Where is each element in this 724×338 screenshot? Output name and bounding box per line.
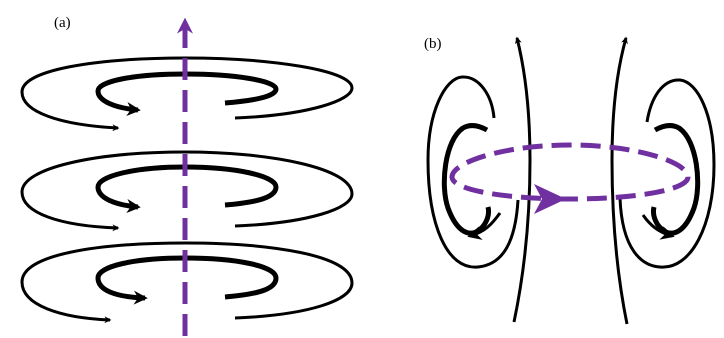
field-line-inner-left — [514, 38, 530, 322]
panel-b: (b) — [424, 36, 714, 324]
panel-a-label: (a) — [54, 15, 71, 31]
panel-b-label: (b) — [424, 36, 442, 52]
vortex-right — [620, 80, 714, 267]
current-loop-dashed — [452, 145, 688, 214]
vortex-left — [428, 77, 518, 267]
field-line-inner-right — [612, 38, 627, 324]
panel-a: (a) — [22, 15, 352, 336]
